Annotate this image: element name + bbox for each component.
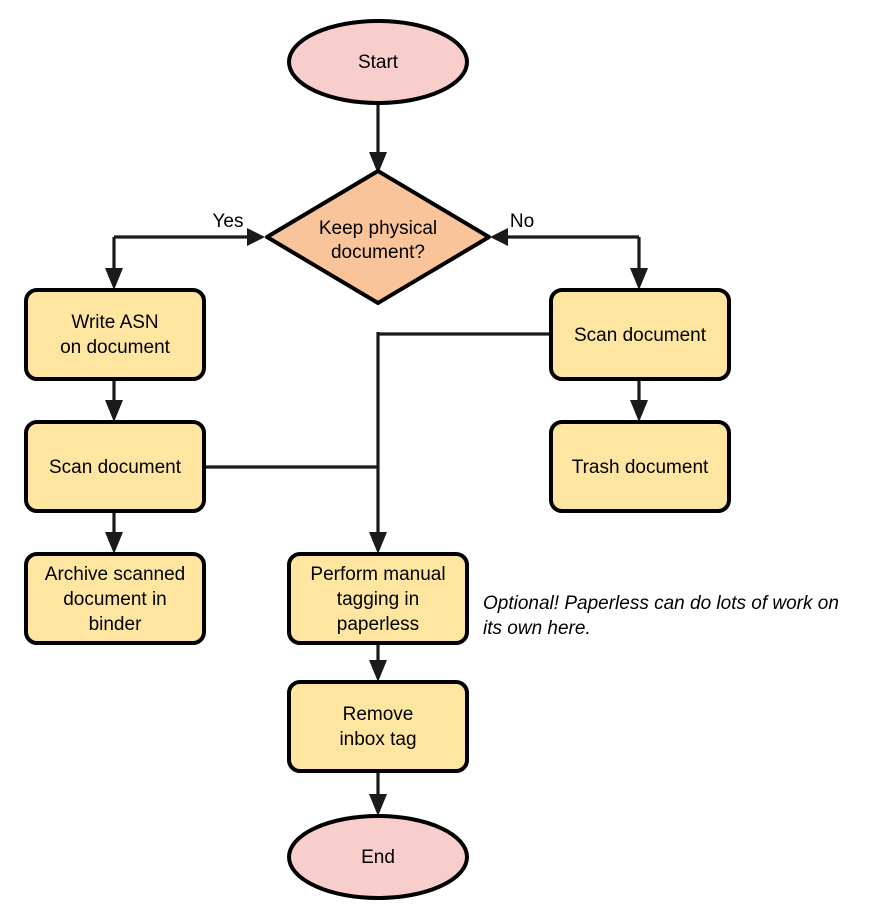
- node-keep-physical-decision[interactable]: Keep physical document?: [265, 169, 491, 305]
- edge-remove-inbox-to-end: [369, 771, 387, 816]
- node-archive-binder[interactable]: Archive scanned document in binder: [24, 552, 206, 645]
- optional-note-line-1: Optional! Paperless can do lots of work …: [483, 593, 839, 614]
- start-label: Start: [358, 52, 399, 73]
- trash-document-box: [549, 420, 731, 513]
- edge-writeasn-to-scanleft: [105, 379, 123, 422]
- node-scan-document-left[interactable]: Scan document: [24, 420, 206, 513]
- manual-tagging-label-line-2: tagging in: [337, 589, 419, 610]
- archive-binder-label-line-1: Archive scanned: [45, 564, 185, 585]
- edge-label-yes: Yes: [213, 211, 244, 232]
- edge-decision-yes: [105, 228, 265, 290]
- node-write-asn[interactable]: Write ASN on document: [24, 288, 206, 381]
- edge-start-to-decision: [369, 104, 387, 174]
- node-start[interactable]: Start: [287, 19, 469, 105]
- remove-inbox-tag-label-line-1: Remove: [343, 704, 414, 725]
- edge-label-no: No: [510, 211, 534, 232]
- node-end[interactable]: End: [287, 814, 469, 900]
- end-label: End: [361, 847, 395, 868]
- archive-binder-label-line-2: document in: [63, 589, 167, 610]
- scan-document-left-label: Scan document: [49, 457, 182, 478]
- write-asn-label-line-1: Write ASN: [71, 312, 158, 333]
- edge-decision-no: [490, 228, 648, 290]
- scan-document-right-box: [549, 288, 731, 381]
- trash-document-label: Trash document: [572, 457, 709, 478]
- node-manual-tagging[interactable]: Perform manual tagging in paperless: [287, 552, 469, 645]
- node-remove-inbox-tag[interactable]: Remove inbox tag: [287, 680, 469, 773]
- start-ellipse: [287, 19, 469, 105]
- edge-tagging-to-remove-inbox: [369, 642, 387, 682]
- remove-inbox-tag-label-line-2: inbox tag: [339, 729, 416, 750]
- end-ellipse: [287, 814, 469, 900]
- decision-diamond: [265, 169, 491, 305]
- decision-label-line-1: Keep physical: [319, 218, 437, 239]
- edge-scanleft-to-archive: [105, 511, 123, 554]
- write-asn-label-line-2: on document: [60, 337, 171, 358]
- archive-binder-box: [24, 552, 206, 645]
- node-scan-document-right[interactable]: Scan document: [549, 288, 731, 381]
- node-trash-document[interactable]: Trash document: [549, 420, 731, 513]
- archive-binder-label-line-3: binder: [89, 614, 142, 635]
- manual-tagging-label-line-3: paperless: [337, 614, 419, 635]
- edge-center-trunk-to-tagging: [369, 332, 387, 554]
- annotation-optional-note: Optional! Paperless can do lots of work …: [483, 593, 839, 639]
- manual-tagging-label-line-1: Perform manual: [310, 564, 445, 585]
- remove-inbox-tag-box: [287, 680, 469, 773]
- scan-document-left-box: [24, 420, 206, 513]
- optional-note-line-2: its own here.: [483, 618, 591, 639]
- edge-scanright-to-trash: [630, 379, 648, 422]
- decision-label-line-2: document?: [331, 242, 425, 263]
- manual-tagging-box: [287, 552, 469, 645]
- scan-document-right-label: Scan document: [574, 325, 707, 346]
- write-asn-box: [24, 288, 206, 381]
